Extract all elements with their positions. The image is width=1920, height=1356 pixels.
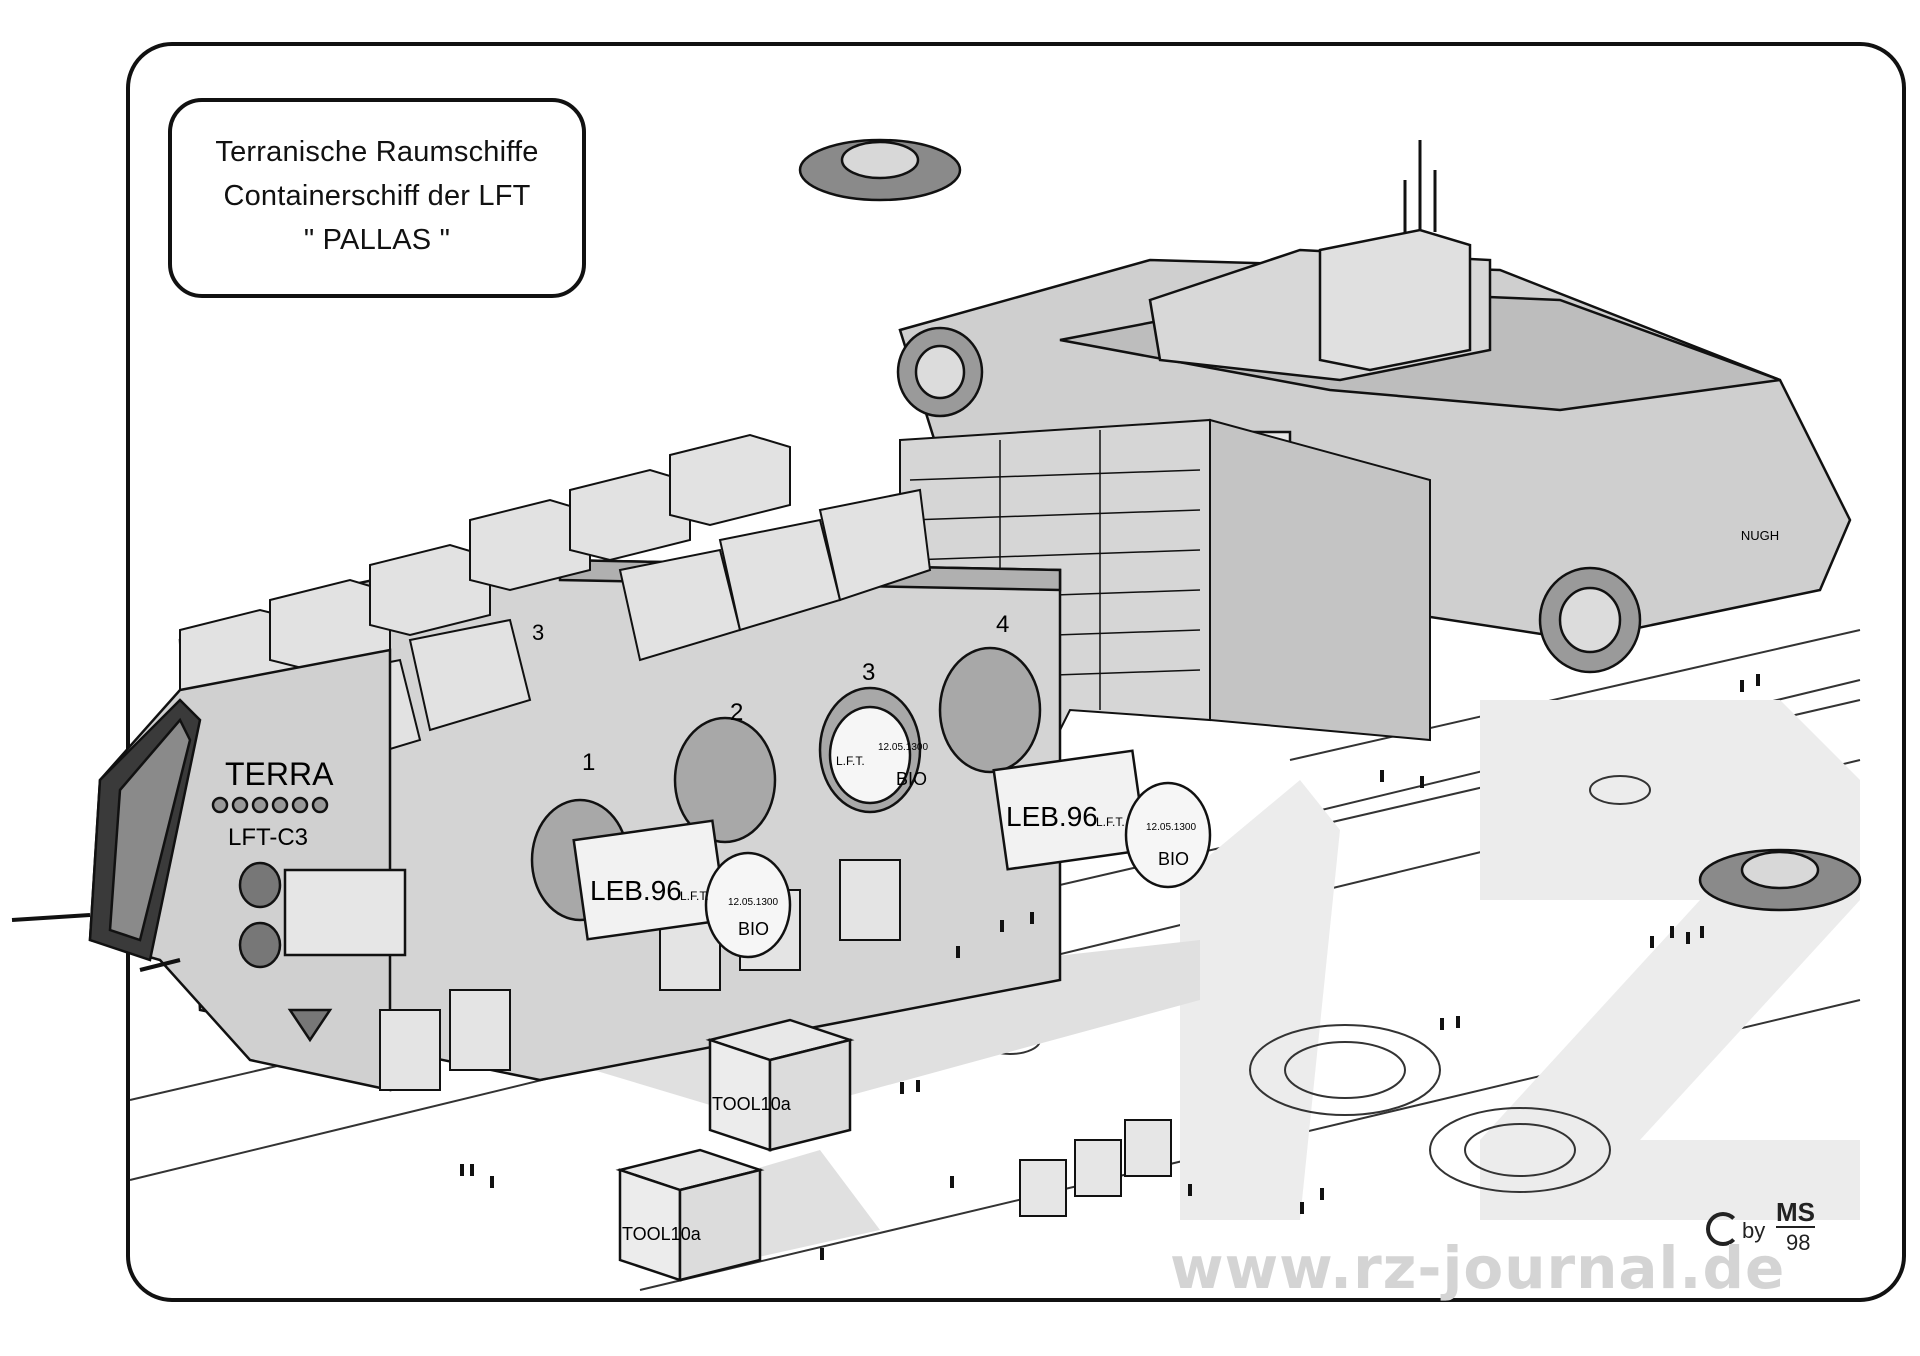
title-line-3: " PALLAS " (303, 224, 451, 256)
date-label-3: 12.05.1300 (878, 742, 928, 753)
signature-initials: MS (1776, 1197, 1815, 1228)
copyright-icon (1706, 1212, 1740, 1246)
title-line-1: Terranische Raumschiffe (215, 136, 539, 168)
ground-crate-2 (615, 1148, 765, 1282)
date-label-2: 12.05.1300 (1146, 822, 1196, 833)
rz-logo-watermark (1180, 700, 1860, 1220)
lft-label-3: L.F.T. (836, 754, 865, 768)
disc-drone-top (798, 138, 962, 202)
leb-label-2: LEB.96 (1006, 801, 1098, 832)
small-crates (1019, 1119, 1172, 1217)
date-label-1: 12.05.1300 (728, 897, 778, 908)
lft-label-2: L.F.T. (1096, 815, 1125, 829)
website-watermark: www.rz-journal.de (1170, 1234, 1786, 1302)
signature-year: 98 (1786, 1230, 1811, 1255)
bay-number-3: 3 (862, 659, 875, 686)
ship-name: TERRA (225, 756, 334, 792)
title-box: Terranische Raumschiffe Containerschiff … (168, 98, 586, 298)
disc-drone-right (1698, 848, 1862, 912)
nugh-label: NUGH (1741, 528, 1779, 543)
tool-label-2: TOOL10a (622, 1224, 702, 1244)
bio-label-1: BIO (738, 919, 769, 939)
bay-number-1: 1 (582, 749, 595, 776)
crew-figures (460, 674, 1760, 1260)
bio-label-2: BIO (1158, 849, 1189, 869)
ship-registration: LFT-C3 (228, 824, 308, 851)
bio-cylinder-2 (992, 749, 1212, 889)
signature-by: by (1742, 1218, 1766, 1243)
bio-cylinder-1 (572, 819, 792, 959)
bio-label-3: BIO (896, 769, 927, 789)
ground-crate-1 (705, 1018, 855, 1152)
ship-nose (11, 648, 407, 1092)
bio-cylinder-3 (828, 705, 912, 805)
tool-label-1: TOOL10a (712, 1094, 792, 1114)
bay-number-2: 2 (730, 699, 743, 726)
leb-label-1: LEB.96 (590, 875, 682, 906)
bay-number-4: 4 (996, 611, 1009, 638)
title-line-2: Containerschiff der LFT (223, 180, 531, 212)
artist-signature: by MS 98 (1706, 1198, 1846, 1268)
lft-label-1: L.F.T. (680, 889, 709, 903)
bay-number-upper-3: 3 (532, 620, 544, 645)
